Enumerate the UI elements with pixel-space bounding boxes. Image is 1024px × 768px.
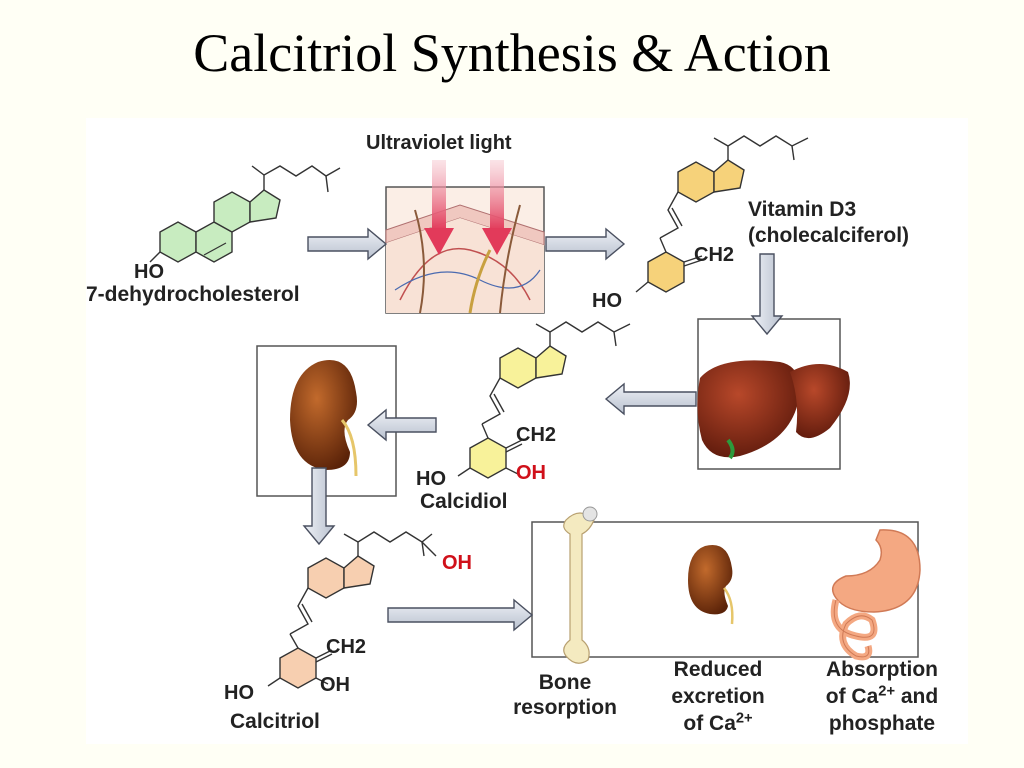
- arrow-vitd3-to-liver: [750, 253, 784, 336]
- uv-light-label: Ultraviolet light: [366, 132, 512, 154]
- precursor-ho-label: HO: [134, 261, 164, 283]
- intestine-effect-line3: phosphate: [828, 712, 936, 735]
- bone-effect-line2: resorption: [513, 696, 617, 719]
- arrow-calcidiol-to-kidney: [366, 408, 437, 442]
- vitd3-name-line2: (cholecalciferol): [748, 224, 910, 247]
- calcitriol-name-label: Calcitriol: [230, 710, 320, 733]
- calcidiol-name-label: Calcidiol: [420, 490, 508, 513]
- intestine-effect-line1: Absorption: [826, 658, 938, 681]
- bone-effect-line1: Bone: [538, 671, 592, 694]
- calcitriol-structure: [267, 531, 437, 689]
- arrow-kidney-to-calcitriol: [302, 467, 336, 546]
- arrow-skin-to-vitd3: [545, 227, 626, 261]
- intestine-icon: [830, 529, 921, 661]
- intestine-effect-line2: of Ca2+ and: [825, 683, 939, 708]
- precursor-structure: [149, 165, 341, 263]
- bone-icon: [563, 506, 598, 664]
- arrow-calcitriol-to-effects: [387, 598, 534, 632]
- small-kidney-icon: [688, 544, 734, 625]
- intestine-effect-label: Absorption of Ca2+ and phosphate: [800, 656, 964, 737]
- kidney-effect-label: Reduced excretion of Ca2+: [646, 656, 790, 737]
- calcidiol-structure: [457, 321, 631, 479]
- bone-effect-label: Bone resorption: [494, 670, 636, 720]
- arrow-precursor-to-skin: [307, 227, 388, 261]
- calcitriol-oh-label: OH: [320, 674, 350, 696]
- calcidiol-ho-label: HO: [416, 468, 446, 490]
- liver-icon: [697, 360, 850, 460]
- slide-title: Calcitriol Synthesis & Action: [193, 23, 831, 83]
- vitd3-ho-label: HO: [592, 290, 622, 312]
- calcitriol-tail-oh-label: OH: [442, 552, 472, 574]
- calcitriol-ch2-label: CH2: [326, 636, 367, 658]
- arrow-liver-to-calcidiol: [604, 382, 697, 416]
- vitamin-d3-structure: [635, 135, 809, 293]
- calcidiol-oh-label: OH: [516, 462, 546, 484]
- vitd3-name-line1: Vitamin D3: [748, 198, 857, 221]
- uv-skin-icon: [385, 160, 545, 314]
- calcitriol-ho-label: HO: [224, 682, 254, 704]
- precursor-name-label: 7-dehydrocholesterol: [86, 283, 300, 306]
- calcidiol-ch2-label: CH2: [516, 424, 557, 446]
- kidney-effect-line1: Reduced: [673, 658, 763, 681]
- kidney-icon: [290, 360, 358, 477]
- kidney-effect-line3: of Ca2+: [683, 710, 753, 735]
- kidney-effect-line2: excretion: [671, 685, 765, 708]
- flow-arrows: [307, 227, 697, 632]
- vitd3-ch2-label: CH2: [694, 244, 735, 266]
